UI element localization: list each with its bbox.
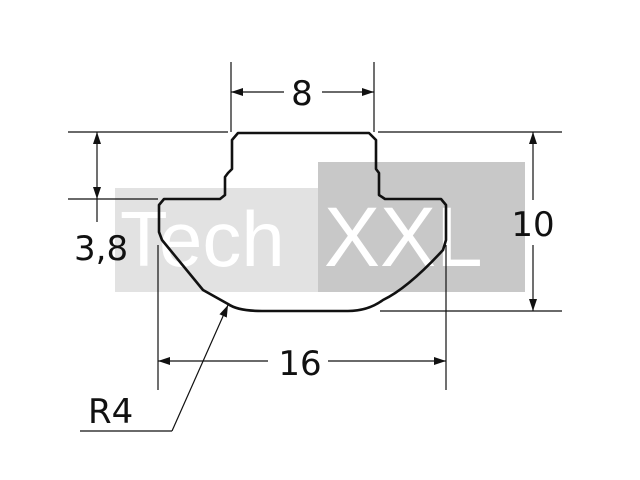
dimension-label-bottom-width: 16: [278, 344, 321, 384]
dimension-total-height: 10: [511, 132, 555, 311]
dimension-label-step-height: 3,8: [74, 229, 128, 269]
dimension-radius: R4: [80, 304, 229, 432]
dimension-label-total-height: 10: [511, 205, 554, 245]
dimension-bottom-width: 16: [158, 344, 446, 384]
extension-lines: [68, 62, 562, 390]
watermark-logo: Tech XXL: [115, 162, 525, 292]
dimension-label-top-width: 8: [291, 74, 313, 114]
t-nut-profile: [157, 131, 448, 313]
watermark-text-xxl: XXL: [324, 190, 483, 284]
dimension-step-height: 3,8: [74, 132, 128, 269]
watermark-text-tech: Tech: [120, 195, 285, 283]
dimension-top-width: 8: [231, 74, 374, 114]
dimension-label-radius: R4: [88, 392, 133, 432]
